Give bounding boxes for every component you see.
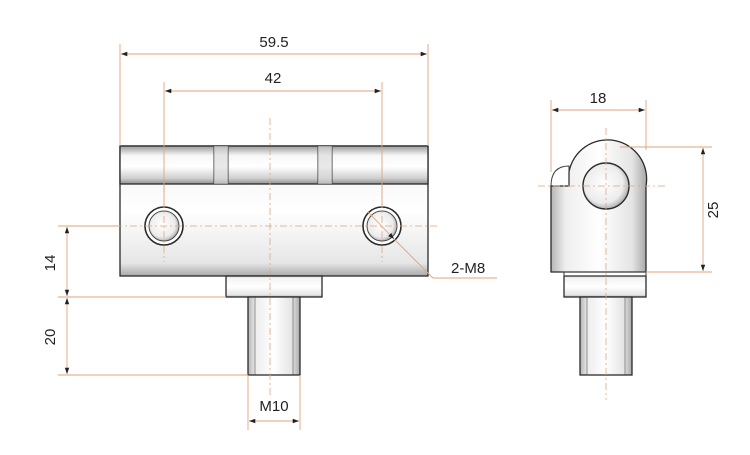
dim-side-width: 18: [550, 90, 647, 172]
hinge-knuckle: [119, 145, 429, 185]
dim-shaft-length: 20: [42, 298, 248, 376]
dim-hole-callout-label: 2-M8: [451, 260, 485, 277]
dim-body-height-label: 14: [42, 255, 59, 272]
front-view: [119, 145, 429, 376]
front-center-lines: [100, 118, 440, 398]
dim-overall-width: 59.5: [119, 34, 429, 146]
dim-shaft-thread: M10: [247, 375, 301, 430]
dim-hole-callout: 2-M8: [367, 211, 497, 279]
side-flange: [563, 275, 647, 298]
shaft-flange: [225, 275, 323, 298]
threaded-shaft: [247, 296, 301, 376]
dim-side-height-label: 25: [705, 202, 722, 219]
dim-overall-width-label: 59.5: [259, 34, 288, 51]
dim-hole-spacing-label: 42: [265, 70, 282, 87]
dim-hole-spacing: 42: [163, 70, 383, 207]
knuckle-separators: [213, 146, 333, 184]
side-center-lines: [538, 128, 668, 400]
dim-shaft-length-label: 20: [42, 329, 59, 346]
dim-body-height: 14: [42, 225, 226, 298]
dim-side-height: 25: [620, 146, 722, 273]
side-view: [550, 139, 648, 376]
dim-side-width-label: 18: [590, 90, 607, 107]
dim-shaft-thread-label: M10: [259, 398, 288, 415]
